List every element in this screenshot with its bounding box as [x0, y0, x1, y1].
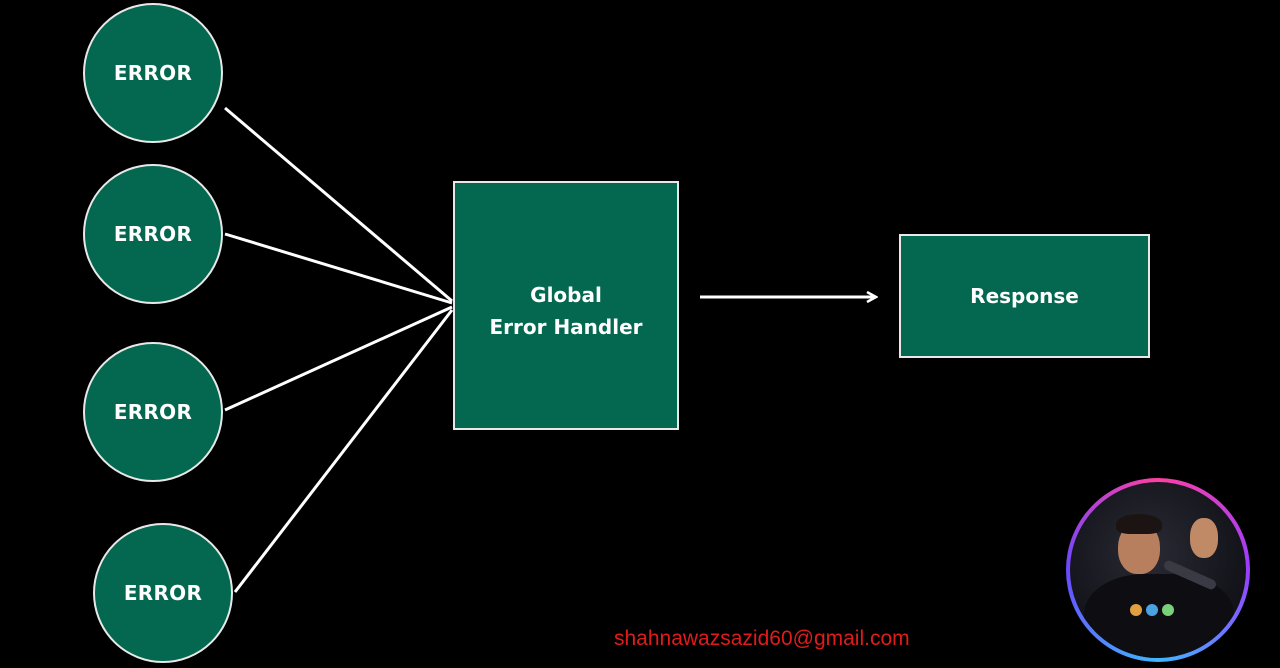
global-error-handler-box: Global Error Handler [453, 181, 679, 430]
error-node-4: ERROR [93, 523, 233, 663]
presenter-hair [1116, 514, 1162, 534]
connector-error-4-to-handler [233, 309, 454, 593]
error-node-2: ERROR [83, 164, 223, 304]
error-node-label: ERROR [113, 61, 193, 85]
presenter-hand [1190, 518, 1218, 558]
error-node-label: ERROR [113, 400, 193, 424]
error-node-3: ERROR [83, 342, 223, 482]
presenter-webcam-icon [1066, 478, 1250, 662]
handler-label-line2: Error Handler [489, 315, 643, 339]
shirt-print-dot [1130, 604, 1142, 616]
error-node-label: ERROR [123, 581, 203, 605]
connector-error-2-to-handler [224, 232, 453, 305]
shirt-print-dot [1146, 604, 1158, 616]
email-watermark: shahnawazsazid60@gmail.com [614, 627, 910, 650]
error-node-1: ERROR [83, 3, 223, 143]
response-box: Response [899, 234, 1150, 358]
shirt-print-dot [1162, 604, 1174, 616]
connector-error-3-to-handler [224, 305, 453, 412]
error-node-label: ERROR [113, 222, 193, 246]
presenter-video [1070, 482, 1246, 658]
handler-label-line1: Global [530, 283, 602, 307]
connector-error-1-to-handler [224, 106, 453, 303]
response-label: Response [970, 284, 1079, 308]
